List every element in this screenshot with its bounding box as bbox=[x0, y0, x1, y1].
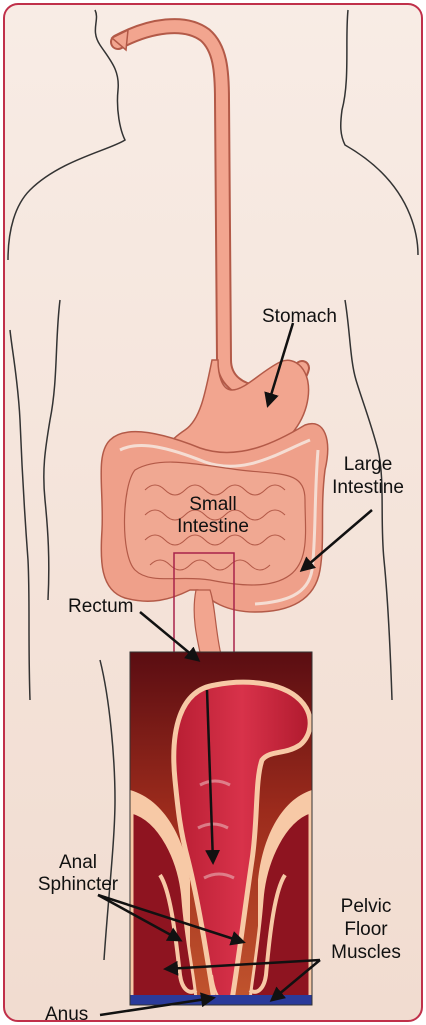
label-small-intestine-line2: Intestine bbox=[177, 516, 249, 537]
label-anal-sphincter-line2: Sphincter bbox=[38, 874, 119, 895]
label-pelvic-line1: Pelvic bbox=[341, 896, 392, 917]
label-anal-sphincter-line1: Anal bbox=[59, 852, 97, 873]
rectum-inset bbox=[130, 652, 312, 1005]
label-small-intestine-line1: Small bbox=[189, 494, 237, 515]
label-large-intestine-line1: Large bbox=[344, 454, 393, 475]
label-anus: Anus bbox=[45, 1004, 88, 1025]
label-pelvic-line3: Muscles bbox=[331, 942, 401, 963]
label-pelvic-line2: Floor bbox=[344, 919, 388, 940]
label-rectum: Rectum bbox=[68, 596, 133, 617]
label-large-intestine-line2: Intestine bbox=[332, 477, 404, 498]
label-stomach: Stomach bbox=[262, 306, 337, 327]
